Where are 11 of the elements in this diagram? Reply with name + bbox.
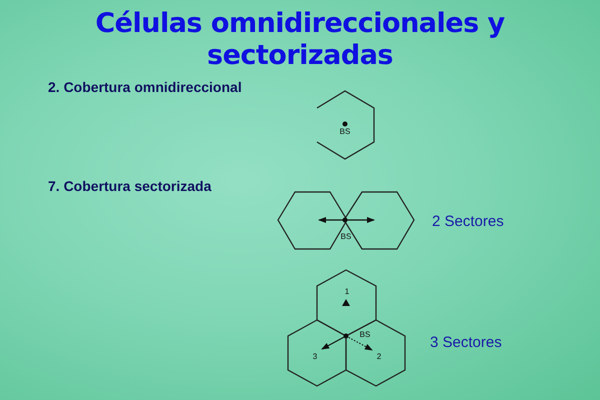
slide-title: Células omnidireccionales y sectorizadas (94, 8, 506, 73)
list-item: 2. Cobertura omnidireccional (48, 80, 242, 94)
base-station-label: BS (340, 128, 350, 136)
sector-number: 1 (344, 288, 350, 296)
sector-number: 3 (312, 353, 318, 361)
sector-count-label: 3 Sectores (430, 335, 502, 350)
sector-count-label: 2 Sectores (432, 214, 504, 229)
sector-number: 2 (376, 353, 382, 361)
base-station-label: BS (360, 331, 370, 339)
base-station-label: BS (340, 233, 352, 241)
list-item: 7. Cobertura sectorizada (48, 179, 212, 193)
